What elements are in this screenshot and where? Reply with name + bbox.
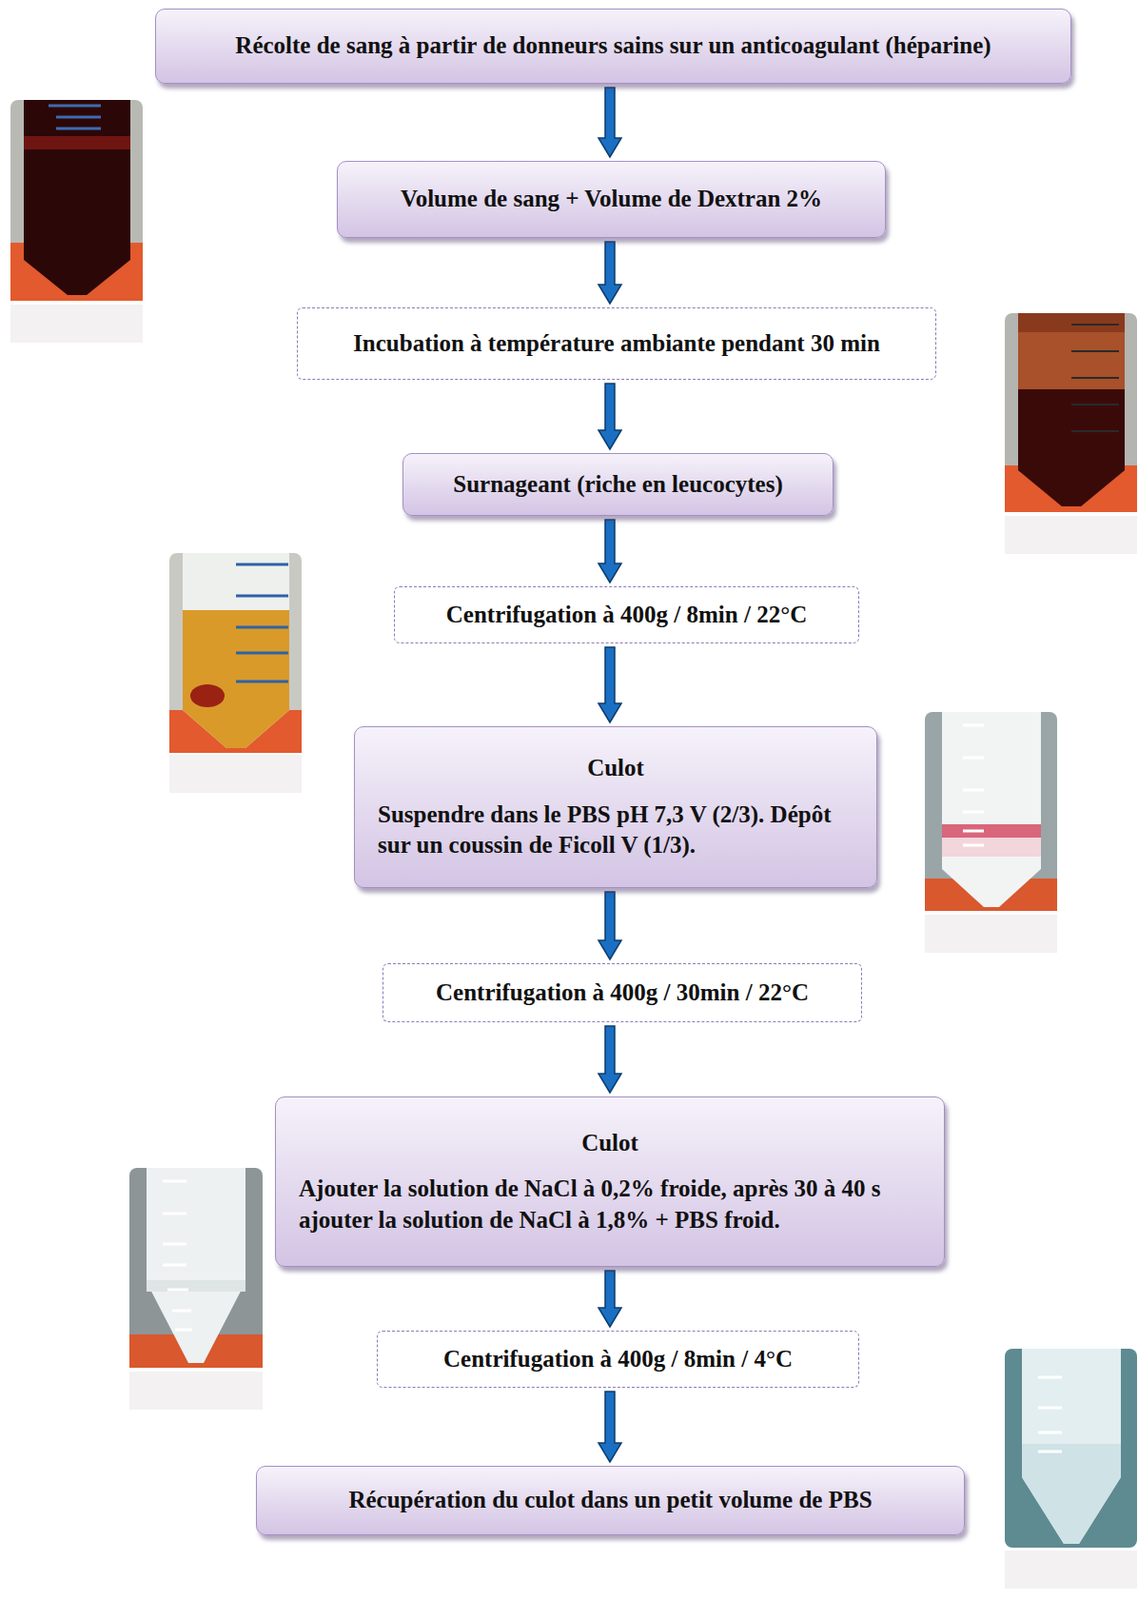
box-text: Centrifugation à 400g / 8min / 4°C <box>391 1343 845 1375</box>
step-box: Incubation à température ambiante pendan… <box>296 307 937 380</box>
flow-arrow <box>598 383 622 450</box>
process-box: Récolte de sang à partir de donneurs sai… <box>155 8 1072 84</box>
box-text: Récupération du culot dans un petit volu… <box>270 1484 951 1516</box>
tube-photo <box>169 552 302 793</box>
process-box: Récupération du culot dans un petit volu… <box>255 1465 965 1535</box>
flow-arrow <box>598 1025 622 1093</box>
step-box: Centrifugation à 400g / 30min / 22°C <box>382 962 863 1022</box>
step-box: Centrifugation à 400g / 8min / 22°C <box>393 586 860 644</box>
tube-photo <box>924 711 1058 953</box>
step-box: Centrifugation à 400g / 8min / 4°C <box>376 1330 860 1388</box>
box-text: Ajouter la solution de NaCl à 0,2% froid… <box>289 1173 931 1236</box>
box-text: Surnageant (riche en leucocytes) <box>416 469 820 501</box>
box-heading: Culot <box>289 1127 931 1159</box>
box-text: Incubation à température ambiante pendan… <box>311 328 923 360</box>
process-box: Volume de sang + Volume de Dextran 2% <box>336 160 886 238</box>
tube-photo <box>129 1167 263 1410</box>
flow-arrow <box>598 1270 622 1327</box>
tube-photo <box>1004 1348 1138 1589</box>
process-box: CulotSuspendre dans le PBS pH 7,3 V (2/3… <box>353 725 878 888</box>
process-box: CulotAjouter la solution de NaCl à 0,2% … <box>274 1096 945 1267</box>
flow-arrow <box>598 241 622 304</box>
process-box: Surnageant (riche en leucocytes) <box>402 452 834 516</box>
flow-arrow <box>598 519 622 583</box>
flow-arrow <box>598 87 622 157</box>
box-text: Centrifugation à 400g / 8min / 22°C <box>408 599 845 631</box>
box-text: Suspendre dans le PBS pH 7,3 V (2/3). Dé… <box>368 799 864 862</box>
box-text: Centrifugation à 400g / 30min / 22°C <box>396 977 848 1009</box>
tube-photo <box>10 99 143 343</box>
box-heading: Culot <box>368 752 864 785</box>
box-text: Volume de sang + Volume de Dextran 2% <box>351 183 872 216</box>
flow-arrow <box>598 647 622 723</box>
flow-arrow <box>598 1391 622 1462</box>
flow-arrow <box>598 891 622 960</box>
tube-photo <box>1004 313 1138 554</box>
box-text: Récolte de sang à partir de donneurs sai… <box>169 30 1058 62</box>
